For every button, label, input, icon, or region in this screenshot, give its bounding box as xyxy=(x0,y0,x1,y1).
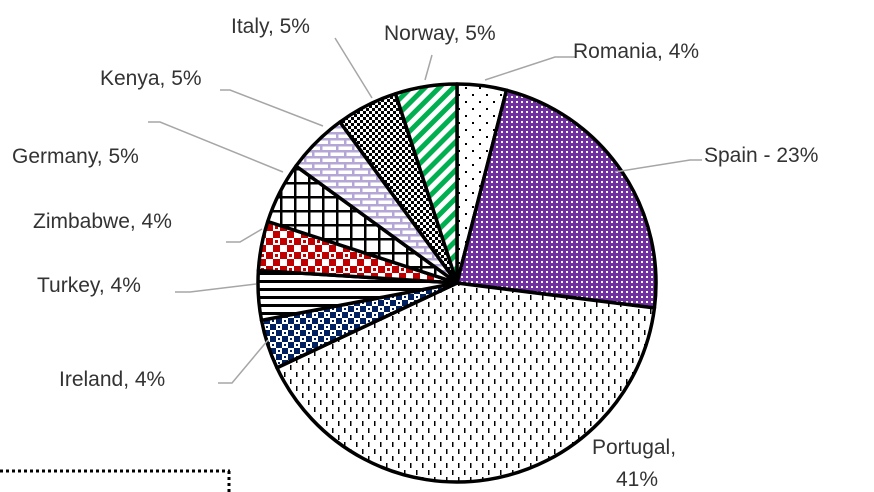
label-kenya: Kenya, 5% xyxy=(100,67,202,90)
pie-slices xyxy=(256,82,658,484)
label-spain: Spain - 23% xyxy=(704,144,818,167)
label-turkey: Turkey, 4% xyxy=(37,274,141,297)
leader-zimbabwe xyxy=(226,228,263,243)
slice-norway xyxy=(393,82,459,285)
label-germany: Germany, 5% xyxy=(12,145,139,168)
label-zimbabwe: Zimbabwe, 4% xyxy=(33,210,172,233)
leader-kenya xyxy=(220,89,324,127)
pie-labels: Romania, 4% Spain - 23% Portugal, 41% Ir… xyxy=(12,15,818,491)
leader-romania xyxy=(484,56,575,81)
leader-spain xyxy=(614,159,702,173)
leader-italy xyxy=(334,37,373,99)
label-italy: Italy, 5% xyxy=(231,15,310,38)
label-portugal-line2: 41% xyxy=(616,468,658,491)
label-norway: Norway, 5% xyxy=(384,22,496,45)
chart-frame-fragment xyxy=(0,469,231,492)
slice-portugal xyxy=(275,281,657,484)
label-ireland: Ireland, 4% xyxy=(59,368,165,391)
leader-turkey xyxy=(175,283,257,293)
label-romania: Romania, 4% xyxy=(573,40,699,63)
leader-norway xyxy=(424,54,433,81)
leader-ireland xyxy=(218,339,269,384)
label-portugal-line1: Portugal, xyxy=(592,436,676,459)
leader-germany xyxy=(148,121,284,173)
